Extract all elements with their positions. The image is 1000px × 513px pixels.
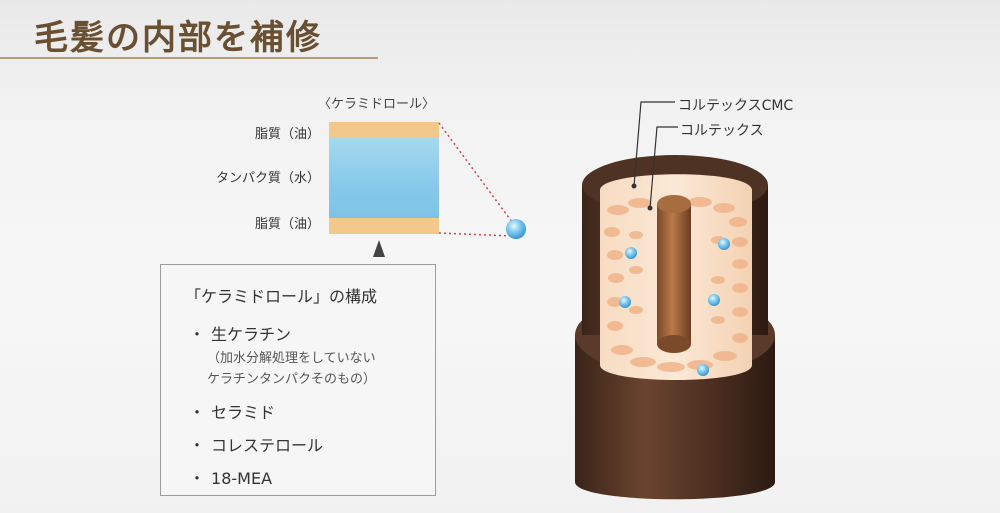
droplet-icon — [718, 238, 730, 250]
droplet-icon — [697, 364, 709, 376]
droplet-icon — [708, 294, 720, 306]
callout-cortex-cmc: コルテックスCMC — [678, 95, 793, 115]
droplet-icon — [625, 247, 637, 259]
droplet-icon — [619, 296, 631, 308]
callout-cortex: コルテックス — [680, 120, 764, 140]
